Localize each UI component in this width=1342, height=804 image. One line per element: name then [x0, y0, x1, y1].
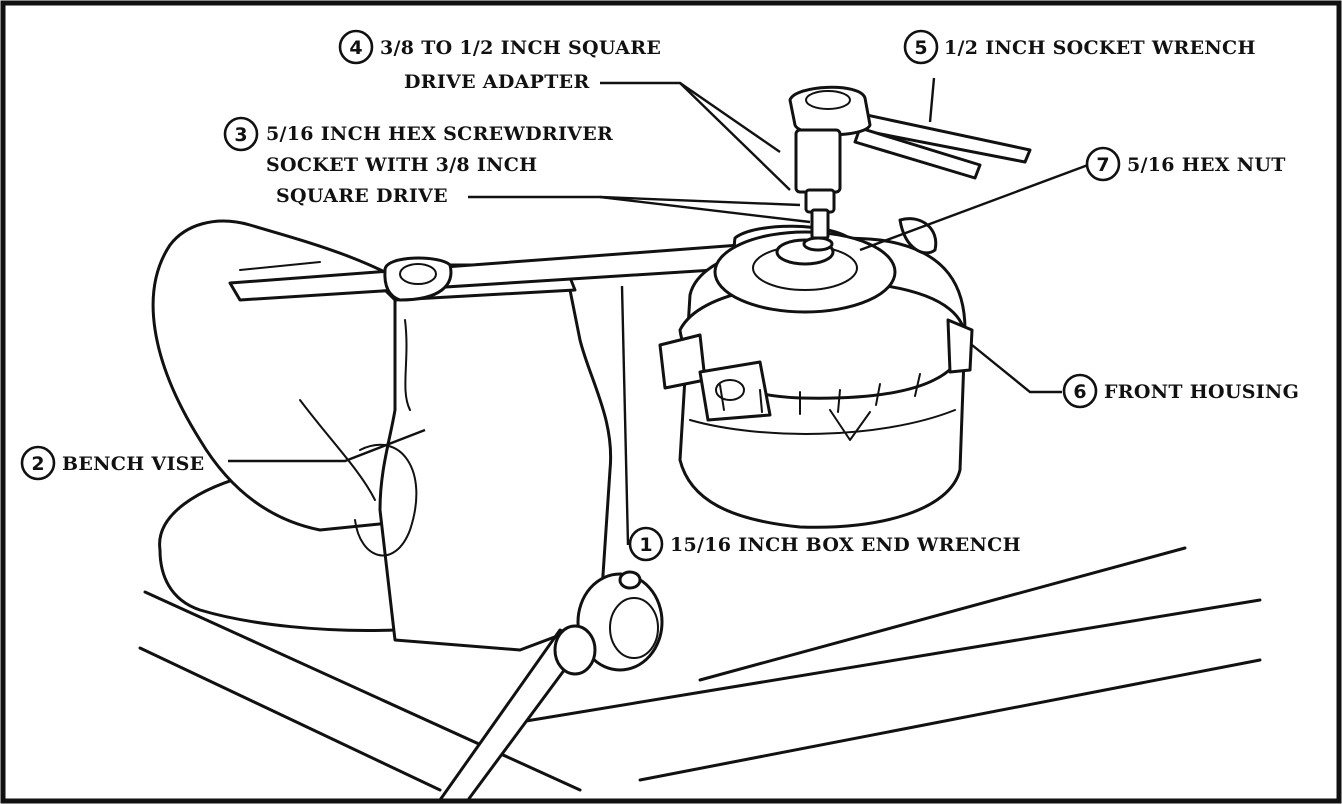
callout-bubble: [223, 116, 259, 152]
front-housing-illustration: [658, 217, 974, 529]
callout-label: 5/16 HEX NUT: [1127, 154, 1286, 176]
workbench-illustration: [138, 546, 1262, 792]
leader-5: [928, 77, 936, 123]
callout-number: 1: [639, 534, 652, 556]
callout-1: 1 15/16 INCH BOX END WRENCH: [628, 526, 1021, 562]
callout-bubble: [1062, 373, 1098, 409]
callout-7: 7 5/16 HEX NUT: [1085, 146, 1286, 182]
callout-2: 2 BENCH VISE: [20, 445, 204, 481]
square-drive-adapter-illustration: [794, 128, 842, 214]
callout-bubble: [903, 29, 939, 65]
callout-label: 5/16 INCH HEX SCREWDRIVER: [266, 123, 613, 145]
leader-1: [620, 285, 630, 546]
callout-label: SOCKET WITH 3/8 INCH: [266, 154, 537, 176]
leader-lines: [228, 77, 1089, 546]
callout-label: 15/16 INCH BOX END WRENCH: [670, 534, 1021, 556]
callout-6: 6 FRONT HOUSING: [1062, 373, 1299, 409]
callout-bubble: [1085, 146, 1121, 182]
callout-bubble: [20, 445, 56, 481]
callout-number: 6: [1073, 381, 1086, 403]
callout-bubble: [338, 29, 374, 65]
leader-6: [971, 344, 1062, 394]
callout-label: FRONT HOUSING: [1104, 381, 1299, 403]
callout-number: 4: [349, 37, 362, 59]
hex-screwdriver-socket-illustration: [810, 208, 830, 240]
callout-number: 3: [234, 124, 247, 146]
callout-label: DRIVE ADAPTER: [404, 71, 590, 93]
callout-4: 4 3/8 TO 1/2 INCH SQUARE DRIVE ADAPTER: [338, 29, 661, 93]
callout-label: 3/8 TO 1/2 INCH SQUARE: [380, 37, 661, 59]
leader-2: [228, 428, 426, 463]
callout-number: 5: [914, 37, 927, 59]
callout-label: BENCH VISE: [62, 453, 204, 475]
bench-vise-illustration: [151, 219, 664, 802]
callout-5: 5 1/2 INCH SOCKET WRENCH: [903, 29, 1256, 65]
leader-3b: [599, 195, 811, 224]
callout-3: 3 5/16 INCH HEX SCREWDRIVER SOCKET WITH …: [223, 116, 613, 207]
callout-number: 2: [31, 453, 44, 475]
hex-nut-illustration: [802, 236, 834, 252]
leader-7: [859, 163, 1089, 252]
leader-4b: [679, 82, 791, 191]
callout-label: 1/2 INCH SOCKET WRENCH: [944, 37, 1256, 59]
callout-bubble: [628, 526, 664, 562]
callout-label: SQUARE DRIVE: [276, 185, 448, 207]
callout-number: 7: [1096, 154, 1109, 176]
socket-wrench-illustration: [788, 85, 1032, 180]
